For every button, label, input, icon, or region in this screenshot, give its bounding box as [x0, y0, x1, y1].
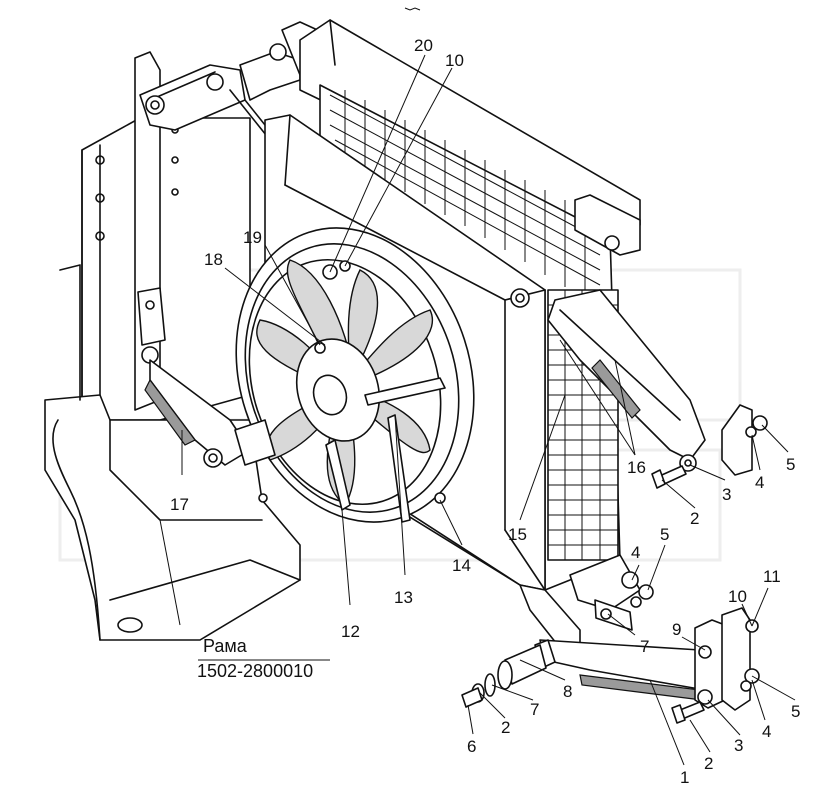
callout-9: 9: [672, 620, 681, 639]
callout-15: 15: [508, 525, 527, 544]
frame-part-number: 1502-2800010: [197, 661, 313, 681]
callout-6: 6: [467, 737, 476, 756]
callout-17: 17: [170, 495, 189, 514]
callout-3-upper: 3: [722, 485, 731, 504]
callout-1: 1: [680, 768, 689, 787]
callout-7-lower: 7: [530, 700, 539, 719]
front-bolt-stack: [461, 639, 556, 708]
callout-2-lower-left: 2: [501, 718, 510, 737]
lower-right-mount: [569, 554, 654, 631]
callout-7-right: 7: [640, 637, 649, 656]
callout-12: 12: [341, 622, 360, 641]
callout-11: 11: [763, 567, 781, 586]
callout-5-middle: 5: [660, 525, 669, 544]
callout-5-upper: 5: [786, 455, 795, 474]
callout-10-lower: 10: [728, 587, 747, 606]
top-mark: [404, 7, 421, 11]
callout-labels: 20 10 19 18 17 16 5 4 3 2 15 14 13 12 4 …: [170, 36, 800, 787]
callout-2-lower-right: 2: [704, 754, 713, 773]
callout-2-upper: 2: [690, 509, 699, 528]
callout-4-lower: 4: [762, 722, 771, 741]
callout-20: 20: [414, 36, 433, 55]
leader-lines: [159, 54, 796, 766]
callout-4-middle: 4: [631, 543, 640, 562]
callout-16: 16: [627, 458, 646, 477]
callout-18: 18: [204, 250, 223, 269]
callout-19: 19: [243, 228, 262, 247]
frame-name: Рама: [203, 636, 248, 656]
callout-8: 8: [563, 682, 572, 701]
callout-5-lower: 5: [791, 702, 800, 721]
right-support-arm: [547, 289, 768, 489]
callout-4-upper: 4: [755, 473, 764, 492]
frame-label: Рама 1502-2800010: [197, 636, 313, 681]
callout-3-lower: 3: [734, 736, 743, 755]
callout-14: 14: [452, 556, 471, 575]
lower-support: [519, 584, 760, 724]
left-lower-bracket: [137, 287, 276, 468]
callout-10-top: 10: [445, 51, 464, 70]
callout-13: 13: [394, 588, 413, 607]
